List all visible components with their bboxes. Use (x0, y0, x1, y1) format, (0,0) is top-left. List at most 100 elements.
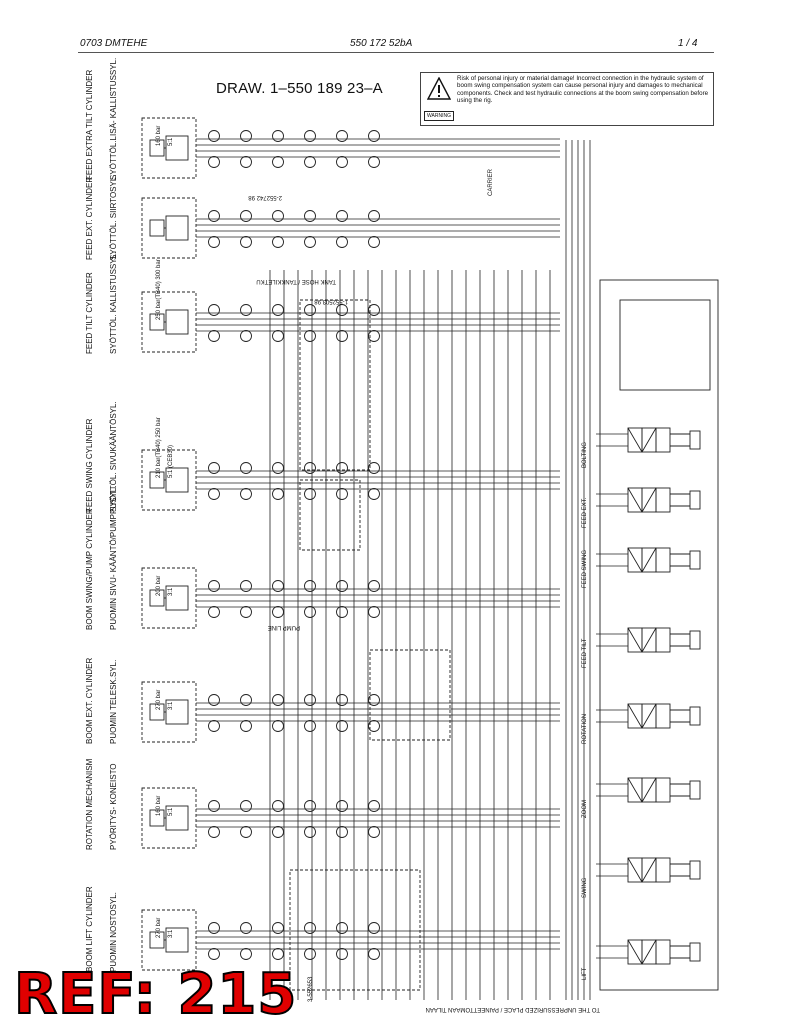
solenoid (689, 942, 701, 962)
port-tag (240, 606, 252, 618)
valve-function-label: FEED TILT (582, 638, 588, 668)
spool-valve (655, 703, 671, 729)
port-tag (368, 922, 380, 934)
valve-arrows (627, 627, 657, 653)
warning-icon (427, 77, 451, 100)
part-number-label: 2-552742 98 (248, 194, 282, 200)
spool-valve (655, 627, 671, 653)
port-tag (272, 304, 284, 316)
port-tag (336, 156, 348, 168)
warning-text: Risk of personal injury or material dama… (457, 75, 709, 105)
document-number: 550 172 52bA (350, 38, 413, 49)
port-tag (368, 948, 380, 960)
port-tag (208, 236, 220, 248)
port-tag (272, 488, 284, 500)
spool-valve (655, 427, 671, 453)
port-tag (208, 922, 220, 934)
ratio-label: 5:1 (168, 807, 174, 816)
port-tag (208, 580, 220, 592)
port-tag (208, 210, 220, 222)
port-tag (336, 130, 348, 142)
solenoid (689, 780, 701, 800)
valve-function-label: SWING (582, 877, 588, 898)
port-tag (336, 948, 348, 960)
port-tag (272, 800, 284, 812)
valve-arrows (627, 703, 657, 729)
cylinder-label-fi: SYÖTTÖL.LISÄ- KALLISTUSSYL. (109, 58, 118, 180)
valve-arrows (627, 547, 657, 573)
port-tag (208, 156, 220, 168)
valve-arrows (627, 427, 657, 453)
ratio-label: 3:1 (168, 587, 174, 596)
port-tag (368, 800, 380, 812)
port-tag (336, 800, 348, 812)
port-tag (208, 720, 220, 732)
valve-arrows (627, 487, 657, 513)
cylinder-envelope (141, 909, 197, 971)
warning-label: WARNING (424, 111, 454, 121)
port-tag (208, 130, 220, 142)
port-tag (240, 488, 252, 500)
cylinder-label-fi: PUOMIN TELESK.SYL. (109, 660, 118, 744)
ratio-label: 3:1 (168, 929, 174, 938)
port-tag (240, 694, 252, 706)
port-tag (240, 304, 252, 316)
spool-valve (655, 547, 671, 573)
bottom-note: TO THE UNPRESSURIZED PLACE / PAINEETTOMA… (426, 1006, 600, 1012)
port-tag (336, 922, 348, 934)
port-tag (304, 236, 316, 248)
port-tag (304, 800, 316, 812)
port-tag (240, 130, 252, 142)
part-number-label: 3-552653 (308, 976, 314, 1002)
port-tag (304, 330, 316, 342)
document-id: 0703 DMTEHE (80, 38, 148, 49)
port-tag (368, 210, 380, 222)
control-manifold (289, 869, 421, 991)
port-tag (208, 948, 220, 960)
port-tag (272, 462, 284, 474)
control-manifold (299, 299, 371, 471)
hydraulic-lines (196, 138, 628, 1000)
cylinder-envelope (141, 567, 197, 629)
port-tag (368, 488, 380, 500)
valve-function-label: LIFT (582, 967, 588, 980)
valve-block (165, 215, 189, 241)
spool-valve (655, 777, 671, 803)
port-tag (208, 800, 220, 812)
port-tag (304, 488, 316, 500)
port-tag (368, 330, 380, 342)
port-tag (208, 488, 220, 500)
cylinder-envelope (141, 197, 197, 259)
port-tag (368, 304, 380, 316)
drawing-title: DRAW. 1–550 189 23–A (216, 80, 383, 97)
cylinder-envelope (141, 681, 197, 743)
port-tag (304, 606, 316, 618)
pressure-label: 270 bar (156, 918, 162, 938)
cylinder-label-en: BOOM LIFT CYLINDER (85, 886, 94, 972)
port-tag (336, 826, 348, 838)
solenoid (689, 860, 701, 880)
solenoid (689, 550, 701, 570)
port-tag (336, 606, 348, 618)
port-tag (240, 720, 252, 732)
solenoid (689, 630, 701, 650)
port-tag (272, 210, 284, 222)
port-tag (240, 236, 252, 248)
port-tag (240, 948, 252, 960)
port-tag (368, 130, 380, 142)
pressure-label: 160 bar (156, 126, 162, 146)
tank-hose-label: TANK HOSE / TANKKILETKU (256, 278, 336, 284)
port-tag (304, 922, 316, 934)
cylinder-label-en: FEED EXTRA TILT CYLINDER (85, 70, 94, 180)
cylinder-label-fi: PYÖRITYS- KONEISTO (109, 763, 118, 850)
port-tag (240, 800, 252, 812)
pressure-label: 270 bar (156, 690, 162, 710)
pump-line-label: PUMP LINE (268, 624, 300, 630)
pressure-label: 210 bar(TB40) 250 bar (156, 417, 162, 478)
port-tag (336, 462, 348, 474)
port-tag (272, 156, 284, 168)
cylinder-label-en: FEED TILT CYLINDER (85, 272, 94, 354)
relief-block (619, 299, 711, 391)
control-manifold (299, 479, 361, 551)
